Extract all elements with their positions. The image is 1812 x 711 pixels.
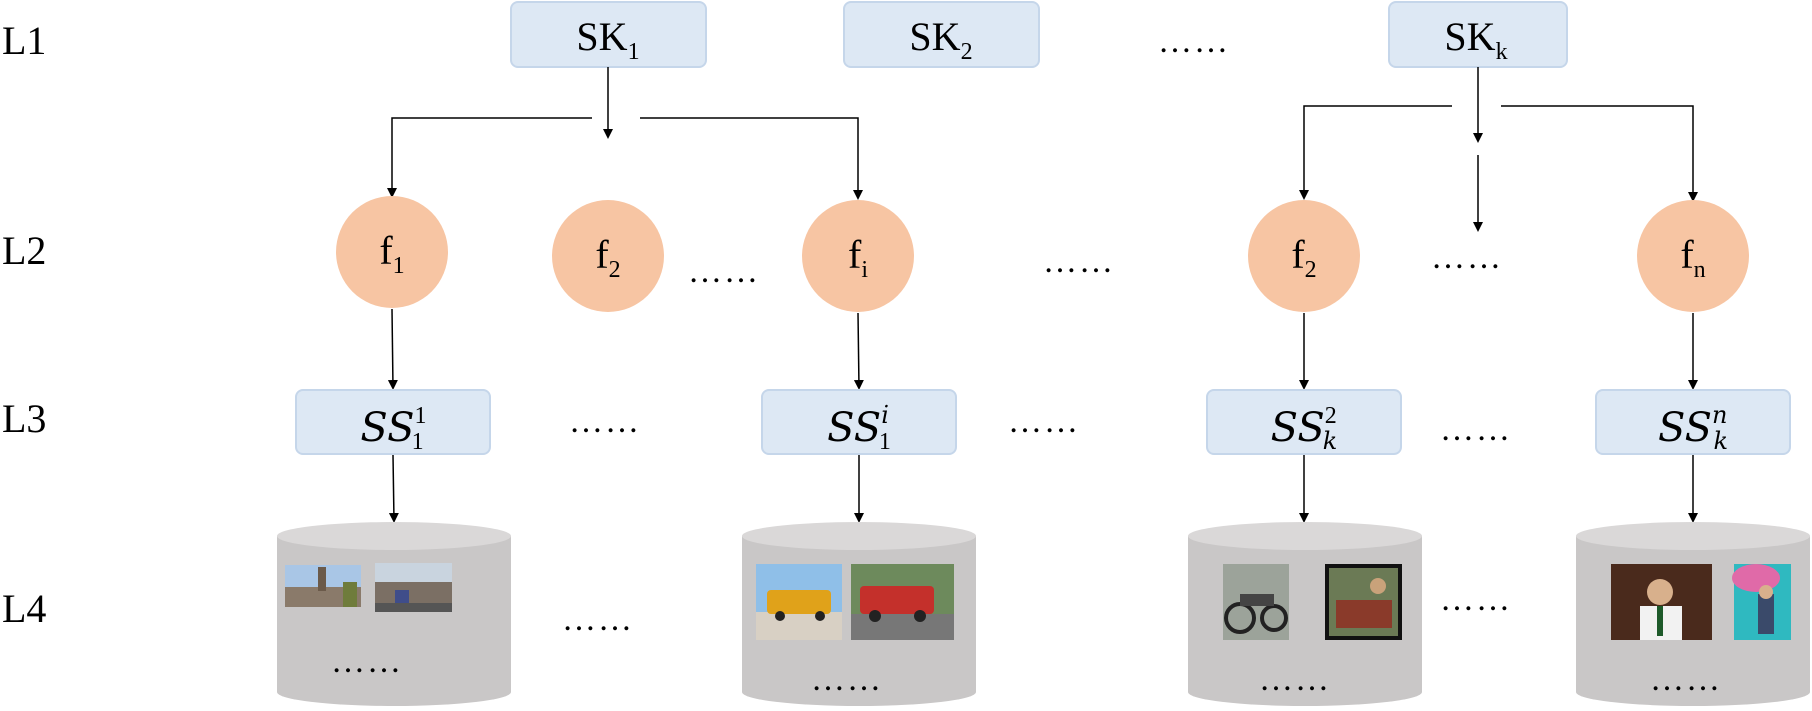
- ellipsis-db-k-2: ……: [1259, 661, 1331, 698]
- ellipsis-l4-a: ……: [562, 601, 634, 638]
- svg-text:f2: f2: [595, 232, 620, 283]
- svg-text:f2: f2: [1291, 232, 1316, 283]
- f-node-2-k: f2: [1248, 200, 1360, 312]
- ellipsis-l4-b: ……: [1440, 581, 1512, 618]
- sk-node-2: SK2: [843, 1, 1040, 68]
- photo-yellow-bus: [756, 564, 842, 640]
- ellipsis-l2-a: ……: [688, 253, 760, 290]
- svg-text:SK2: SK2: [909, 14, 972, 65]
- f-node-2: f2: [552, 200, 664, 312]
- image-db-k-n: ……: [1576, 522, 1810, 706]
- level-label-l4: L4: [2, 586, 46, 631]
- ellipsis-db-k-n: ……: [1650, 661, 1722, 698]
- svg-text:fn: fn: [1680, 232, 1705, 283]
- sk-node-1: SK1: [510, 1, 707, 68]
- level-label-l3: L3: [2, 396, 46, 441]
- ellipsis-l3-a: ……: [569, 403, 641, 440]
- svg-text:SK1: SK1: [576, 14, 639, 65]
- svg-text:f1: f1: [379, 228, 404, 279]
- photo-umbrella-woman: [1732, 564, 1791, 640]
- ellipsis-l2-b: ……: [1043, 243, 1115, 280]
- svg-text:fi: fi: [848, 232, 868, 283]
- ellipsis-l3-c: ……: [1440, 411, 1512, 448]
- f-node-n: fn: [1637, 200, 1749, 312]
- photo-rider: [1325, 564, 1402, 640]
- image-db-k-2: ……: [1188, 522, 1422, 706]
- f-to-ss-arrows: [387, 308, 1698, 390]
- level-label-l1: L1: [2, 18, 46, 63]
- ellipsis-db-i: ……: [811, 661, 883, 698]
- photo-motorcycle: [1223, 564, 1289, 640]
- ellipsis-l3-b: ……: [1008, 403, 1080, 440]
- level-label-l2: L2: [2, 228, 46, 273]
- photo-red-bus: [851, 564, 954, 640]
- image-db-i: ……: [742, 522, 976, 706]
- sk1-branch-arrows: [387, 67, 863, 200]
- svg-text:SKk: SKk: [1444, 14, 1507, 65]
- photo-man-with-beard: [1611, 564, 1712, 640]
- ellipsis-l2-c: ……: [1431, 239, 1503, 276]
- photo-town-hall: [285, 565, 361, 607]
- sk-node-k: SKk: [1388, 1, 1568, 68]
- image-db-1: ……: [277, 522, 511, 706]
- f-node-i: fi: [802, 200, 914, 312]
- ss-to-db-arrows: [388, 454, 1698, 523]
- f-node-1: f1: [336, 196, 448, 308]
- ellipsis-l1: ……: [1158, 23, 1230, 60]
- skk-branch-arrows: [1299, 67, 1698, 232]
- photo-street: [375, 563, 452, 612]
- ellipsis-db-1: ……: [331, 643, 403, 680]
